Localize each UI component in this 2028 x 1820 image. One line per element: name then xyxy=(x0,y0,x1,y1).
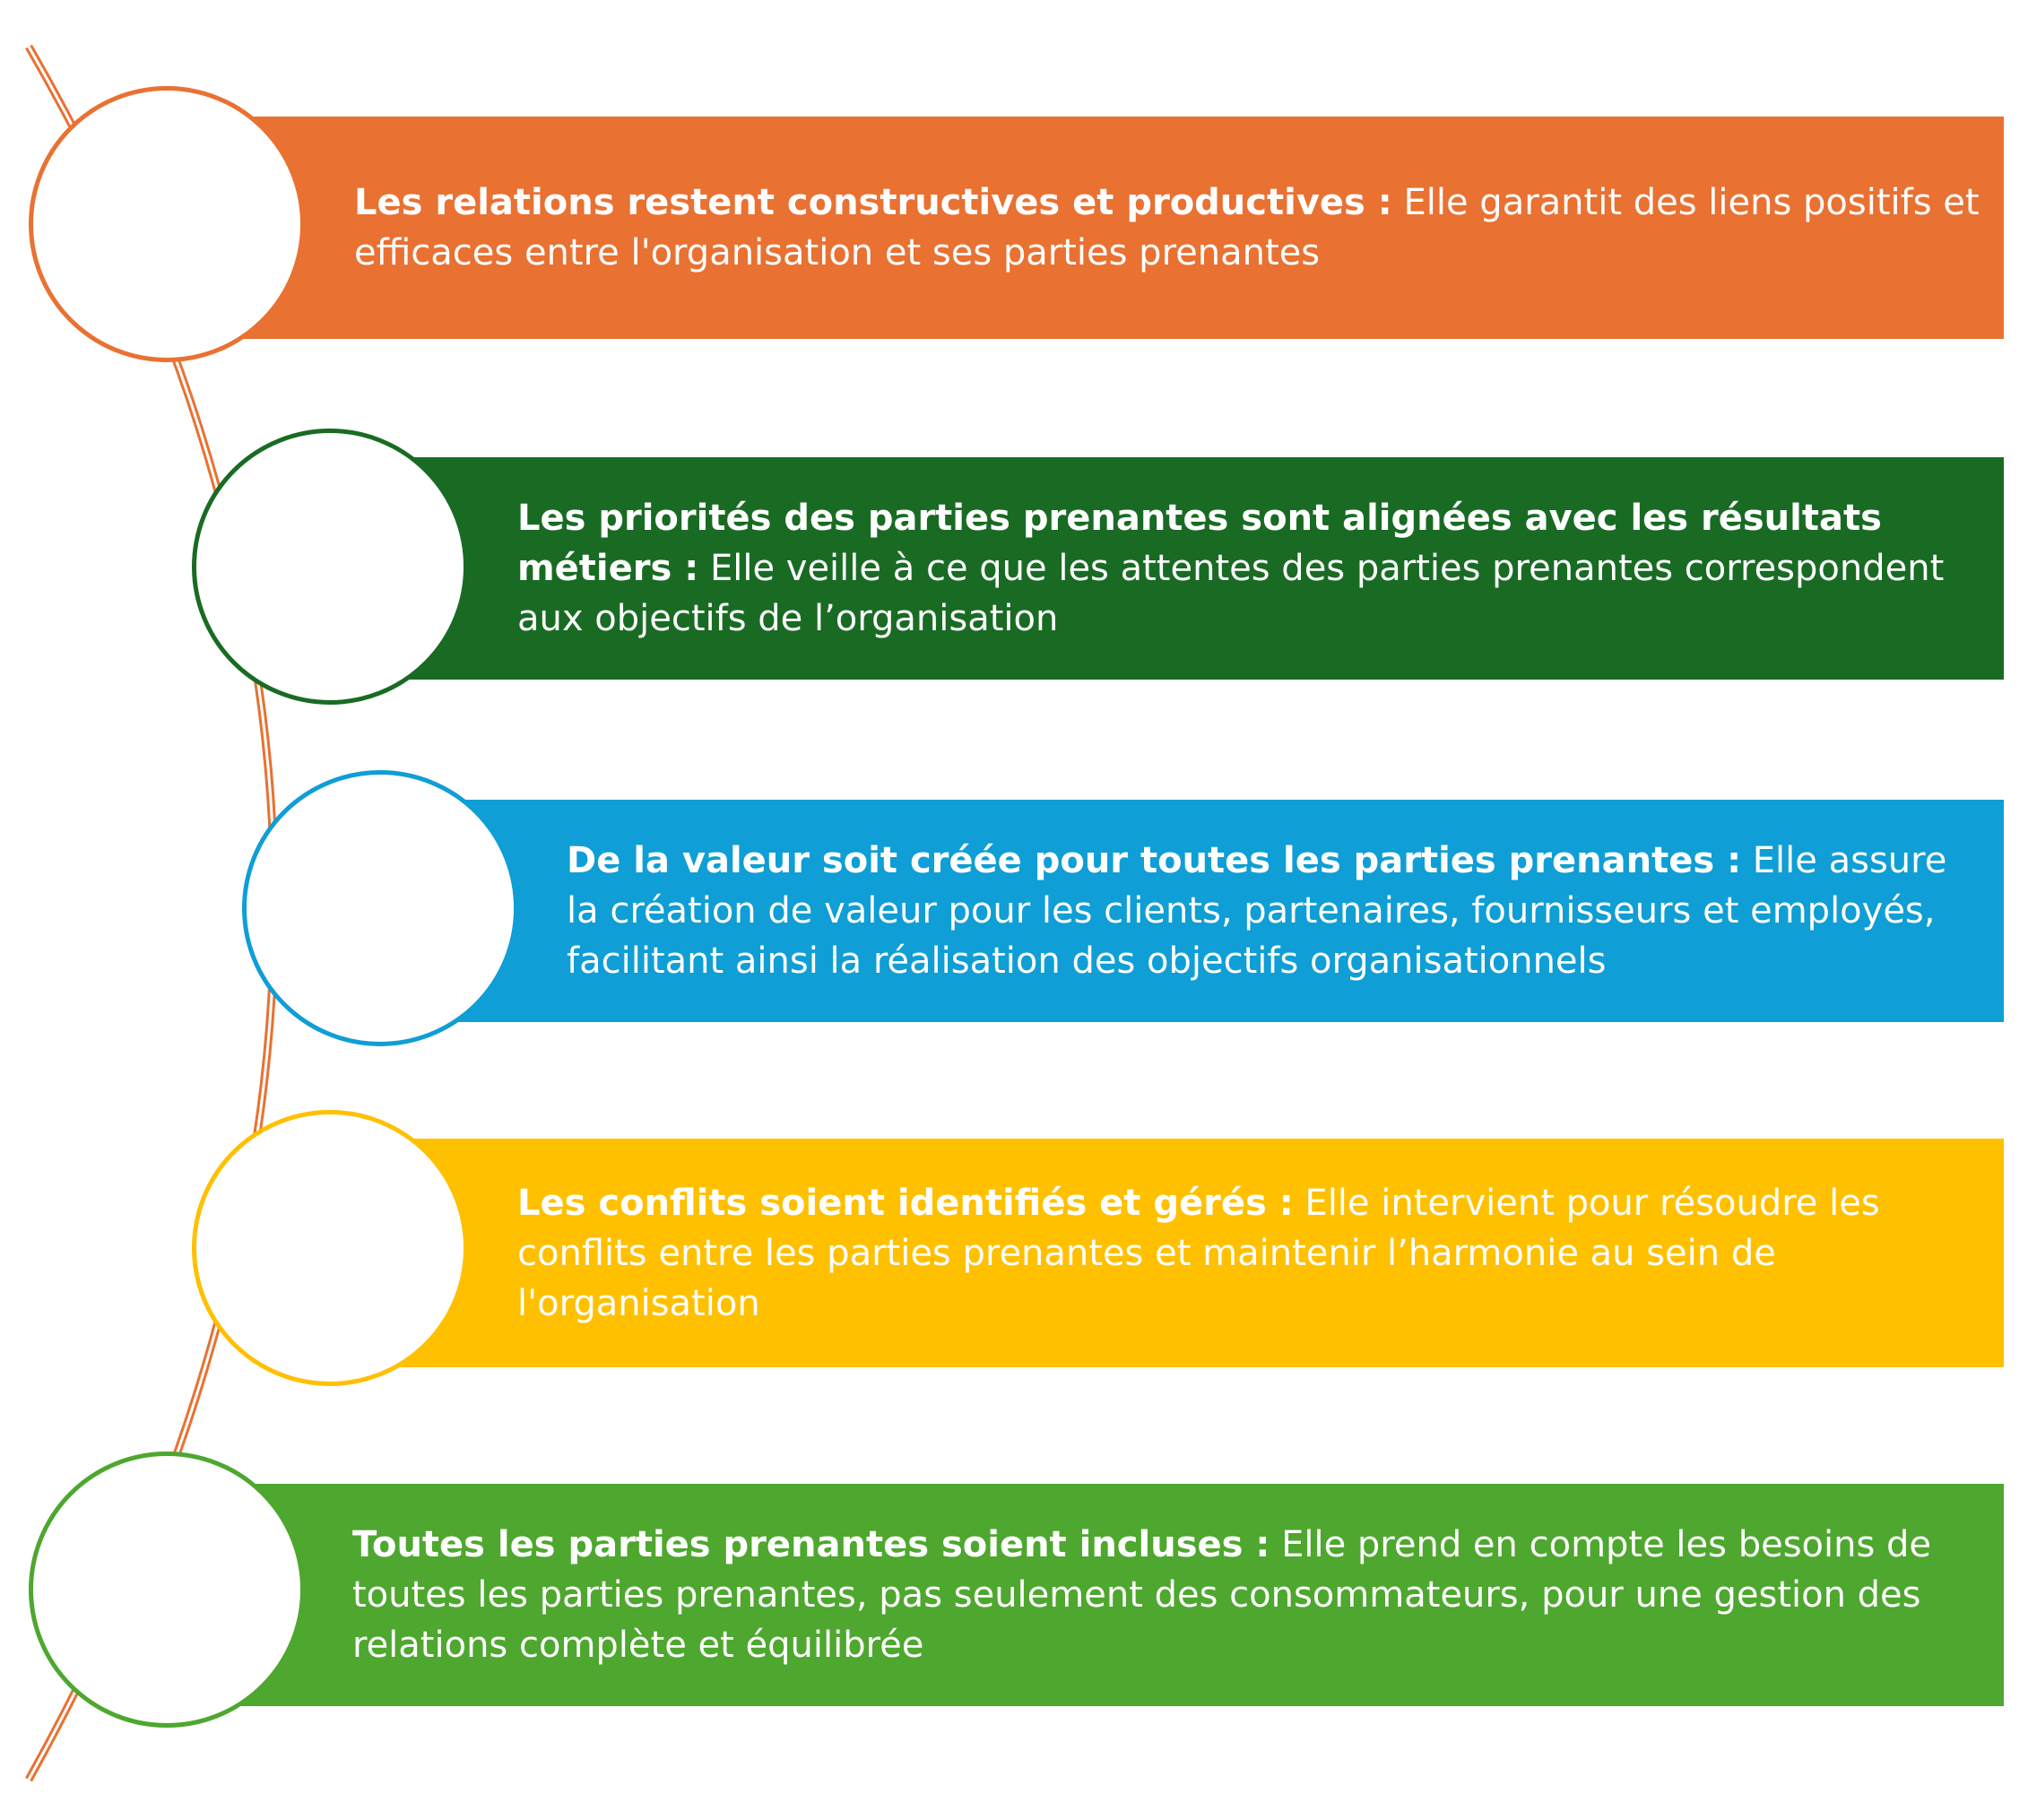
item-title-1: Les relations restent constructives et p… xyxy=(354,182,1392,223)
item-circle-1 xyxy=(29,86,305,362)
item-bar-1: Les relations restent constructives et p… xyxy=(197,117,2004,339)
item-description-3: Elle assure la création de valeur pour l… xyxy=(567,840,1947,982)
item-description-5: Elle prend en compte les besoins de tout… xyxy=(352,1524,1932,1666)
item-circle-2 xyxy=(192,429,468,705)
item-text-5: Toutes les parties prenantes soient incl… xyxy=(352,1520,1986,1670)
item-text-3: De la valeur soit créée pour toutes les … xyxy=(567,836,1986,986)
item-title-5: Toutes les parties prenantes soient incl… xyxy=(352,1524,1270,1565)
item-text-2: Les priorités des parties prenantes sont… xyxy=(517,493,1986,644)
item-description-1: Elle garantit des liens positifs et effi… xyxy=(354,182,1980,273)
item-bar-2: Les priorités des parties prenantes sont… xyxy=(359,457,2004,680)
item-title-4: Les conflits soient identifiés et gérés … xyxy=(517,1182,1294,1224)
item-bar-4: Les conflits soient identifiés et gérés … xyxy=(359,1139,2004,1367)
item-title-3: De la valeur soit créée pour toutes les … xyxy=(567,840,1742,881)
item-title-2: Les priorités des parties prenantes sont… xyxy=(517,498,1882,589)
item-circle-5 xyxy=(29,1452,305,1728)
item-bar-3: De la valeur soit créée pour toutes les … xyxy=(421,800,2004,1022)
item-description-2: Elle veille à ce que les attentes des pa… xyxy=(517,548,1945,639)
item-circle-3 xyxy=(242,770,518,1046)
item-description-4: Elle intervient pour résoudre les confli… xyxy=(517,1182,1880,1324)
item-text-1: Les relations restent constructives et p… xyxy=(354,178,1986,278)
item-text-4: Les conflits soient identifiés et gérés … xyxy=(517,1178,1986,1329)
item-circle-4 xyxy=(192,1110,468,1386)
item-bar-5: Toutes les parties prenantes soient incl… xyxy=(197,1484,2004,1706)
